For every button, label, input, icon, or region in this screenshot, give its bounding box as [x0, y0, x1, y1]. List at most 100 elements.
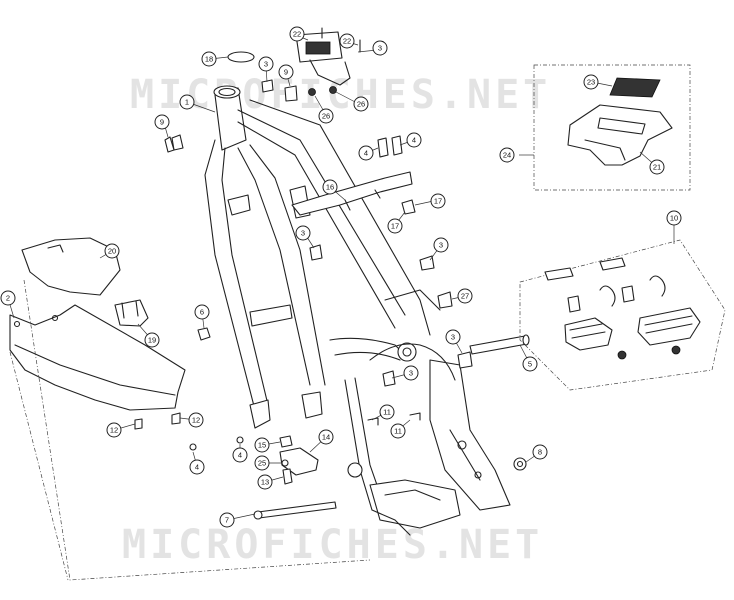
pivot-shaft	[469, 334, 530, 355]
svg-text:9: 9	[284, 68, 288, 77]
callout-4: 4	[189, 459, 205, 475]
callout-23: 23	[583, 74, 599, 90]
svg-text:11: 11	[383, 408, 391, 417]
callout-20: 20	[104, 243, 120, 259]
svg-text:10: 10	[670, 214, 678, 223]
clips-11	[367, 412, 421, 426]
callout-12: 12	[188, 412, 204, 428]
callout-5: 5	[522, 356, 538, 372]
callout-3: 3	[403, 365, 419, 381]
svg-text:3: 3	[378, 44, 382, 53]
svg-text:3: 3	[301, 229, 305, 238]
callout-9: 9	[278, 64, 294, 80]
svg-text:2: 2	[6, 294, 10, 303]
bolts-4-17	[377, 135, 416, 215]
plate-assembly	[533, 64, 691, 191]
bracket-19	[114, 299, 149, 327]
callout-17: 17	[387, 218, 403, 234]
callout-17: 17	[430, 193, 446, 209]
svg-text:23: 23	[587, 78, 595, 87]
svg-text:17: 17	[434, 197, 442, 206]
svg-text:7: 7	[225, 516, 229, 525]
svg-text:26: 26	[357, 100, 365, 109]
bolts-12	[134, 412, 181, 430]
svg-text:9: 9	[160, 118, 164, 127]
callout-4: 4	[406, 132, 422, 148]
callout-13: 13	[257, 474, 273, 490]
svg-text:4: 4	[238, 451, 242, 460]
svg-text:3: 3	[451, 333, 455, 342]
callout-8: 8	[532, 444, 548, 460]
svg-text:5: 5	[528, 360, 532, 369]
callout-14: 14	[318, 429, 334, 445]
callouts: 1 2 3 3 3 3 3 3 4 4 4 4 5 6 7 8 9 9 10 1…	[0, 26, 682, 528]
svg-text:25: 25	[258, 459, 266, 468]
svg-text:24: 24	[503, 151, 511, 160]
svg-text:27: 27	[461, 292, 469, 301]
callout-26: 26	[353, 96, 369, 112]
nuts	[197, 327, 527, 471]
callout-16: 16	[322, 179, 338, 195]
callout-24: 24	[499, 147, 515, 163]
callout-3: 3	[295, 225, 311, 241]
callout-19: 19	[144, 332, 160, 348]
callout-1: 1	[179, 94, 195, 110]
callout-2: 2	[0, 290, 16, 306]
svg-text:12: 12	[110, 426, 118, 435]
svg-text:22: 22	[293, 30, 301, 39]
callout-22: 22	[339, 33, 355, 49]
svg-text:3: 3	[439, 241, 443, 250]
svg-text:3: 3	[264, 60, 268, 69]
callout-3: 3	[433, 237, 449, 253]
callout-18: 18	[201, 51, 217, 67]
skid-plate	[9, 304, 186, 411]
svg-text:8: 8	[538, 448, 542, 457]
svg-text:6: 6	[200, 308, 204, 317]
callout-9: 9	[154, 114, 170, 130]
svg-text:12: 12	[192, 416, 200, 425]
svg-text:3: 3	[409, 369, 413, 378]
watermark-top: MICROFICHES.NET	[130, 72, 551, 118]
svg-text:14: 14	[322, 433, 330, 442]
main-frame	[204, 85, 511, 536]
callout-3: 3	[445, 329, 461, 345]
svg-text:26: 26	[322, 112, 330, 121]
svg-text:4: 4	[364, 149, 368, 158]
svg-text:4: 4	[412, 136, 416, 145]
svg-text:20: 20	[108, 247, 116, 256]
callout-4: 4	[232, 447, 248, 463]
top-small-parts	[171, 51, 298, 151]
callout-11: 11	[379, 404, 395, 420]
callout-7: 7	[219, 512, 235, 528]
callout-10: 10	[666, 210, 682, 226]
svg-text:19: 19	[148, 336, 156, 345]
callout-12: 12	[106, 422, 122, 438]
callout-6: 6	[194, 304, 210, 320]
callout-25: 25	[254, 455, 270, 471]
svg-text:21: 21	[653, 163, 661, 172]
watermark-bottom: MICROFICHES.NET	[122, 522, 543, 568]
footpeg-assembly	[519, 239, 726, 391]
bolt-7	[253, 501, 337, 520]
callout-26: 26	[318, 108, 334, 124]
pad-20	[21, 237, 121, 296]
callout-4: 4	[358, 145, 374, 161]
svg-text:17: 17	[391, 222, 399, 231]
callout-3: 3	[258, 56, 274, 72]
svg-text:22: 22	[343, 37, 351, 46]
svg-text:15: 15	[258, 441, 266, 450]
svg-text:1: 1	[185, 98, 189, 107]
callout-27: 27	[457, 288, 473, 304]
callout-22: 22	[289, 26, 305, 42]
lower-fasteners	[189, 435, 319, 485]
callout-3: 3	[372, 40, 388, 56]
svg-text:16: 16	[326, 183, 334, 192]
callout-21: 21	[649, 159, 665, 175]
clips-9-26	[164, 136, 175, 153]
callout-11: 11	[390, 423, 406, 439]
svg-text:4: 4	[195, 463, 199, 472]
bracket-16	[291, 171, 413, 216]
svg-text:11: 11	[394, 427, 402, 436]
svg-text:13: 13	[261, 478, 269, 487]
